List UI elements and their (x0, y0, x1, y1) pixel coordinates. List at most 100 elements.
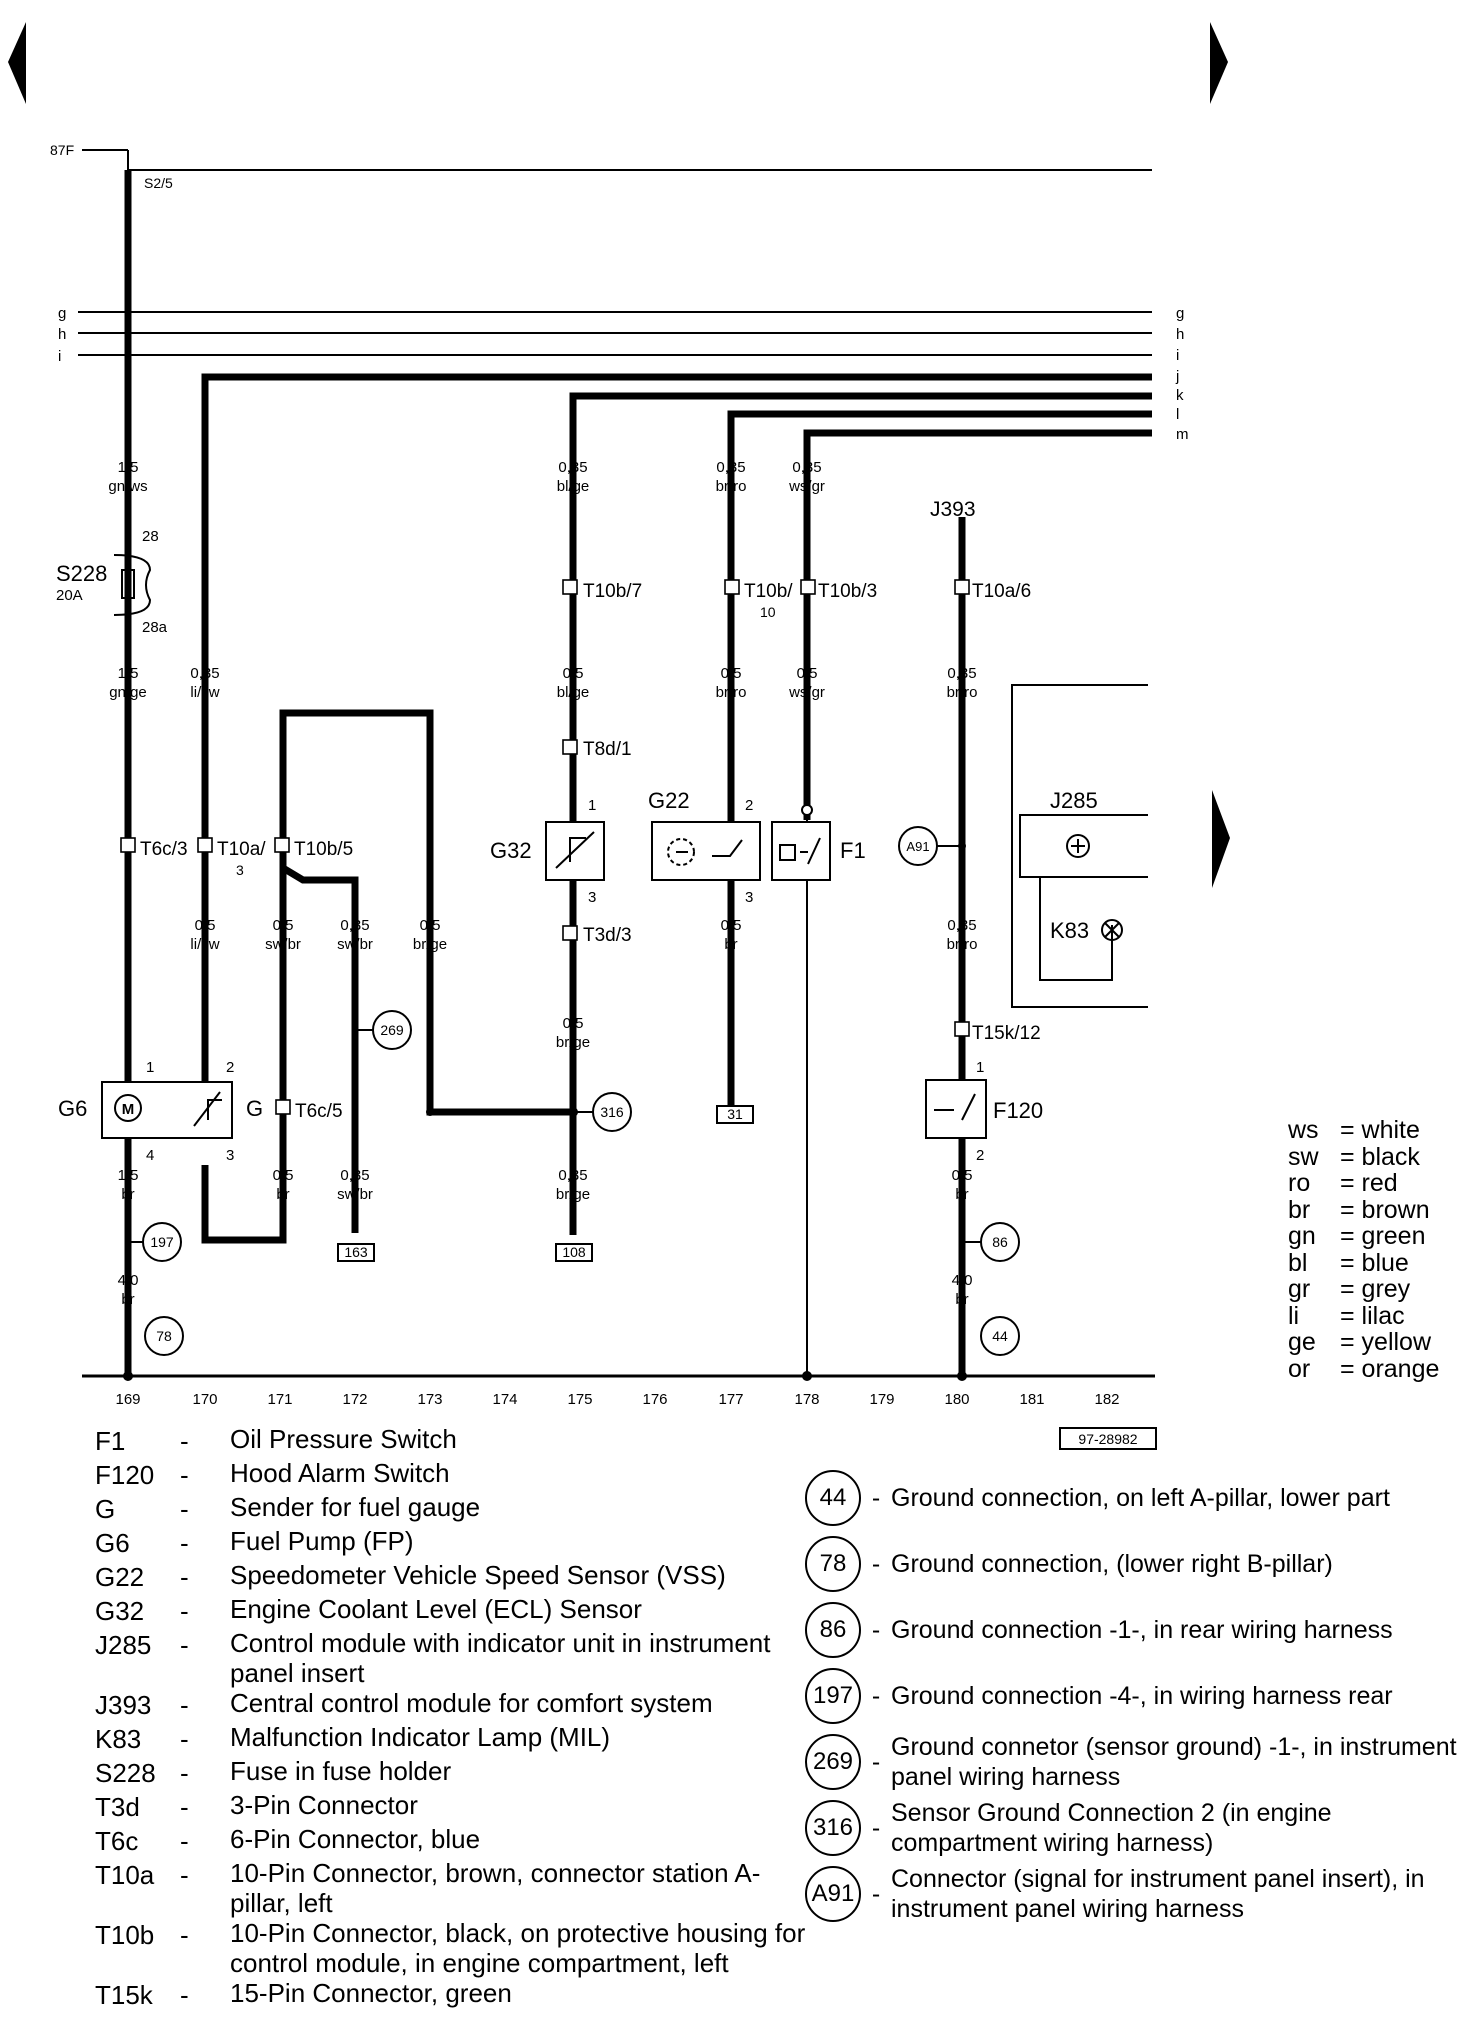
bus-letter-right-j: j (1175, 368, 1179, 385)
wire-label-w16-color: br/ro (947, 936, 978, 953)
color-code: ws (1288, 1116, 1319, 1144)
legend-desc: 10-Pin Connector, brown, connector stati… (230, 1858, 761, 1918)
legend-dash: - (180, 1690, 189, 1720)
f1-switch-symbol (779, 837, 821, 865)
wire-label-w21-gauge: 0,35 (558, 1167, 587, 1184)
figure-code: 97-28982 (1078, 1431, 1137, 1447)
bus-lines-ghi (78, 311, 1152, 356)
legend-dash: - (180, 1920, 189, 1950)
wire-label-w9-color: ws/gr (788, 684, 825, 701)
legend-code: G32 (95, 1596, 145, 1626)
legend-row: J393-Central control module for comfort … (95, 1688, 820, 1722)
wire-label-w6-gauge: 0,35 (792, 459, 821, 476)
legend-code: F120 (95, 1460, 155, 1490)
s228-rating: 20A (56, 587, 83, 604)
wire-label-w7-gauge: 0,5 (563, 665, 584, 682)
ground-dash: - (871, 1615, 881, 1644)
t15k12-label: T15k/12 (972, 1023, 1041, 1044)
legend-dash: - (180, 1630, 189, 1660)
color-code: gr (1288, 1275, 1311, 1303)
column-number: 174 (492, 1391, 517, 1408)
legend-dash: - (180, 1980, 189, 2010)
wire-label-w6-color: ws/gr (788, 478, 825, 495)
wire-label-w9-gauge: 0,5 (797, 665, 818, 682)
ground-dash: - (871, 1813, 881, 1842)
t10a3-number: 3 (236, 862, 244, 878)
ground-id-circle: 316 (805, 1800, 861, 1856)
ground-269-label: 269 (380, 1022, 404, 1038)
page-next-arrow-icon[interactable] (1210, 22, 1228, 104)
wire-label-w11-gauge: 0,5 (195, 917, 216, 934)
t3d3-label: T3d/3 (583, 925, 632, 946)
column-number: 176 (642, 1391, 667, 1408)
g22-label: G22 (648, 788, 690, 813)
column-number: 175 (567, 1391, 592, 1408)
legend-dash: - (180, 1792, 189, 1822)
wire-label-w24-gauge: 4,0 (952, 1272, 973, 1289)
legend-row: J285-Control module with indicator unit … (95, 1628, 820, 1688)
s228-pin-28a: 28a (142, 619, 168, 636)
t10b5-label: T10b/5 (294, 839, 353, 860)
wire-label-w4-gauge: 0,35 (558, 459, 587, 476)
wire-label-w2-color: gn/ge (109, 684, 147, 701)
motor-icon (114, 1094, 142, 1122)
legend-code: T3d (95, 1792, 140, 1822)
legend-row: K83-Malfunction Indicator Lamp (MIL) (95, 1722, 820, 1756)
destination-108-label: 108 (562, 1244, 586, 1260)
column-number: 172 (342, 1391, 367, 1408)
color-key-row: ge= yellow (1288, 1329, 1439, 1356)
page-prev-arrow-icon[interactable] (8, 22, 26, 104)
color-key-row: sw= black (1288, 1143, 1439, 1171)
ground-dash: - (871, 1879, 881, 1908)
color-code: bl (1288, 1248, 1308, 1277)
color-key-row: gr= grey (1288, 1276, 1439, 1303)
ground-desc: Ground connection -1-, in rear wiring ha… (891, 1616, 1393, 1644)
legend-code: T6c (95, 1826, 139, 1856)
t10b10-number: 10 (760, 604, 776, 620)
wire-label-w8-gauge: 0,5 (721, 665, 742, 682)
g22-sensor-box (651, 821, 761, 881)
legend-dash: - (180, 1494, 189, 1524)
ground-44-label: 44 (992, 1328, 1008, 1344)
wire-label-w24-color: br (955, 1291, 968, 1308)
wire-label-w1-color: gn/ws (108, 478, 147, 495)
legend-row: T10b-10-Pin Connector, black, on protect… (95, 1918, 820, 1978)
legend-desc: Sender for fuel gauge (230, 1492, 481, 1522)
color-code: gn (1288, 1222, 1316, 1250)
color-name: = white (1340, 1116, 1420, 1144)
legend-desc: 10-Pin Connector, black, on protective h… (230, 1918, 806, 1978)
g6-label: G6 (58, 1096, 87, 1121)
wire-label-w23-color: br (121, 1291, 134, 1308)
wire-label-w18-gauge: 1,5 (118, 1167, 139, 1184)
legend-code: J285 (95, 1630, 152, 1660)
a91-label: A91 (906, 839, 929, 854)
color-code: ro (1288, 1169, 1311, 1197)
t6c3-label: T6c/3 (140, 839, 188, 860)
wire-label-w4-color: bl/ge (557, 478, 590, 495)
g6-pin-4: 4 (146, 1147, 154, 1164)
legend-dash: - (180, 1596, 189, 1626)
legend-row: T10a-10-Pin Connector, brown, connector … (95, 1858, 820, 1918)
legend-row: T6c-6-Pin Connector, blue (95, 1824, 820, 1858)
wire-label-w15-color: br (724, 936, 737, 953)
wire-label-w5-color: br/ro (716, 478, 747, 495)
t10b7-label: T10b/7 (583, 581, 642, 602)
bus-lines-jklm (201, 373, 1152, 1112)
legend-dash: - (180, 1562, 189, 1592)
g32-sensor-symbol (555, 831, 595, 869)
wire-label-w8-color: br/ro (716, 684, 747, 701)
legend-desc: Malfunction Indicator Lamp (MIL) (230, 1722, 611, 1752)
wire-label-w12-gauge: 0,5 (273, 917, 294, 934)
wire-label-w12-color: sw/br (265, 936, 301, 953)
wire-label-w14-gauge: 0,5 (420, 917, 441, 934)
ground-dash: - (871, 1483, 881, 1512)
color-key-row: ro= red (1288, 1170, 1439, 1197)
legend-dash: - (180, 1826, 189, 1856)
continuation-arrow-icon (1212, 790, 1230, 888)
wire-label-w23-gauge: 4,0 (118, 1272, 139, 1289)
ground-legend-row: A91-Connector (signal for instrument pan… (805, 1861, 1461, 1927)
legend-dash: - (180, 1528, 189, 1558)
s228-label: S228 (56, 561, 107, 586)
k83-label: K83 (1050, 918, 1089, 943)
